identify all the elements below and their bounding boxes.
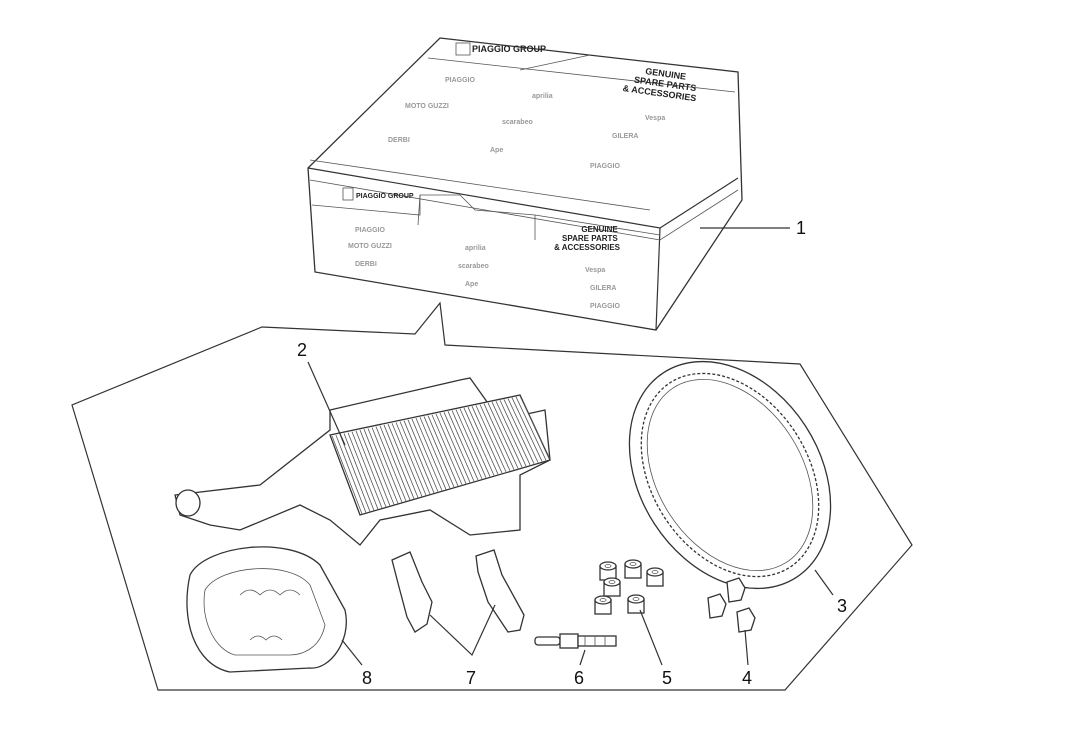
brand-logo: PIAGGIO <box>590 303 621 310</box>
pleat-line <box>431 414 463 485</box>
roller <box>603 577 621 597</box>
pleat-line <box>471 406 503 474</box>
box-front-tagline-2: SPARE PARTS <box>562 234 618 243</box>
pleat-line <box>459 408 491 477</box>
roller <box>599 561 617 581</box>
pleat-line <box>427 415 459 487</box>
brand-logo: MOTO GUZZI <box>405 103 449 110</box>
brand-logo: aprilia <box>465 245 486 252</box>
roller <box>594 595 612 615</box>
pleat-line <box>395 422 427 496</box>
box-front-group-logo: PIAGGIO GROUP <box>356 193 414 200</box>
pleat-line <box>435 413 467 484</box>
drive-belt-part <box>628 360 832 590</box>
filter-pleats <box>331 395 551 515</box>
pleat-line <box>359 429 391 506</box>
brand-logo: Ape <box>490 147 503 154</box>
callout-8: 8 <box>362 668 372 688</box>
pleat-line <box>391 423 423 497</box>
brand-logo: aprilia <box>532 93 553 100</box>
variator-rollers-part <box>594 559 664 615</box>
brand-logo: GILERA <box>612 133 638 140</box>
pleat-line <box>375 426 407 502</box>
brand-logo: Vespa <box>585 267 605 274</box>
pleat-line <box>439 412 471 483</box>
brand-logo: PIAGGIO <box>355 227 386 234</box>
pleat-line <box>331 435 363 515</box>
brand-logo: scarabeo <box>458 263 489 270</box>
box-front-tagline-1: GENUINE <box>581 225 618 234</box>
pleat-line <box>491 401 523 468</box>
pleat-line <box>363 429 395 505</box>
callout-3: 3 <box>837 596 847 616</box>
brake-pads-part <box>391 549 525 633</box>
pleat-line <box>383 424 415 499</box>
pleat-line <box>407 419 439 492</box>
slider-pieces-part <box>707 577 756 633</box>
pleat-line <box>475 405 507 473</box>
parts-kit-box: PIAGGIO GROUP GENUINE SPARE PARTS & ACCE… <box>307 37 743 331</box>
spark-plug-part <box>534 633 617 649</box>
callout-2: 2 <box>297 340 307 360</box>
pleat-line <box>443 412 475 482</box>
pleat-line <box>339 434 371 512</box>
pleat-line <box>423 416 455 488</box>
pleat-line <box>447 411 479 481</box>
pleat-line <box>419 417 451 489</box>
roller <box>646 567 664 587</box>
roller <box>624 559 642 579</box>
svg-text:GENUINE SPARE PARTS: GENUINE SPARE PARTS & ACCESSORIES <box>554 225 621 252</box>
pleat-line <box>351 431 383 509</box>
pleat-line <box>495 400 527 467</box>
pleat-line <box>371 427 403 503</box>
brand-logo: GILERA <box>590 285 616 292</box>
pleat-line <box>367 428 399 504</box>
pleat-line <box>399 421 431 495</box>
pleat-line <box>343 433 375 511</box>
brand-logo: PIAGGIO <box>590 163 621 170</box>
pleat-line <box>335 435 367 513</box>
brand-logo: Ape <box>465 281 478 288</box>
pleat-line <box>499 400 531 466</box>
pleat-line <box>507 398 539 463</box>
pleat-line <box>487 402 519 469</box>
pleat-line <box>411 418 443 491</box>
pleat-line <box>463 407 495 476</box>
brand-logo: DERBI <box>388 137 410 144</box>
pleat-line <box>415 417 447 490</box>
pleat-line <box>503 399 535 464</box>
pleat-line <box>511 397 543 462</box>
callout-4: 4 <box>742 668 752 688</box>
leader-lines <box>307 227 834 666</box>
brake-shoes-part <box>186 546 347 673</box>
callout-5: 5 <box>662 668 672 688</box>
pleat-line <box>387 423 419 498</box>
callout-6: 6 <box>574 668 584 688</box>
pleat-line <box>479 404 511 471</box>
callout-1: 1 <box>796 218 806 238</box>
box-front-tagline-3: & ACCESSORIES <box>554 243 621 252</box>
pleat-line <box>355 430 387 508</box>
pleat-line <box>347 432 379 510</box>
brand-logo: Vespa <box>645 115 665 122</box>
pleat-line <box>451 410 483 480</box>
brand-logo: MOTO GUZZI <box>348 243 392 250</box>
callout-7: 7 <box>466 668 476 688</box>
pleat-line <box>483 403 515 470</box>
pleat-line <box>455 409 487 478</box>
roller <box>627 594 645 614</box>
brand-logo: scarabeo <box>502 119 533 126</box>
pleat-line <box>515 396 547 461</box>
pleat-line <box>519 395 551 460</box>
kit-contents-outline <box>71 301 913 691</box>
brand-logo: PIAGGIO <box>445 77 476 84</box>
brand-logo: DERBI <box>355 261 377 268</box>
pleat-line <box>403 420 435 494</box>
box-top-group-logo: PIAGGIO GROUP <box>472 44 546 54</box>
pleat-line <box>379 425 411 501</box>
air-filter-part <box>174 377 551 546</box>
pleat-line <box>467 406 499 475</box>
